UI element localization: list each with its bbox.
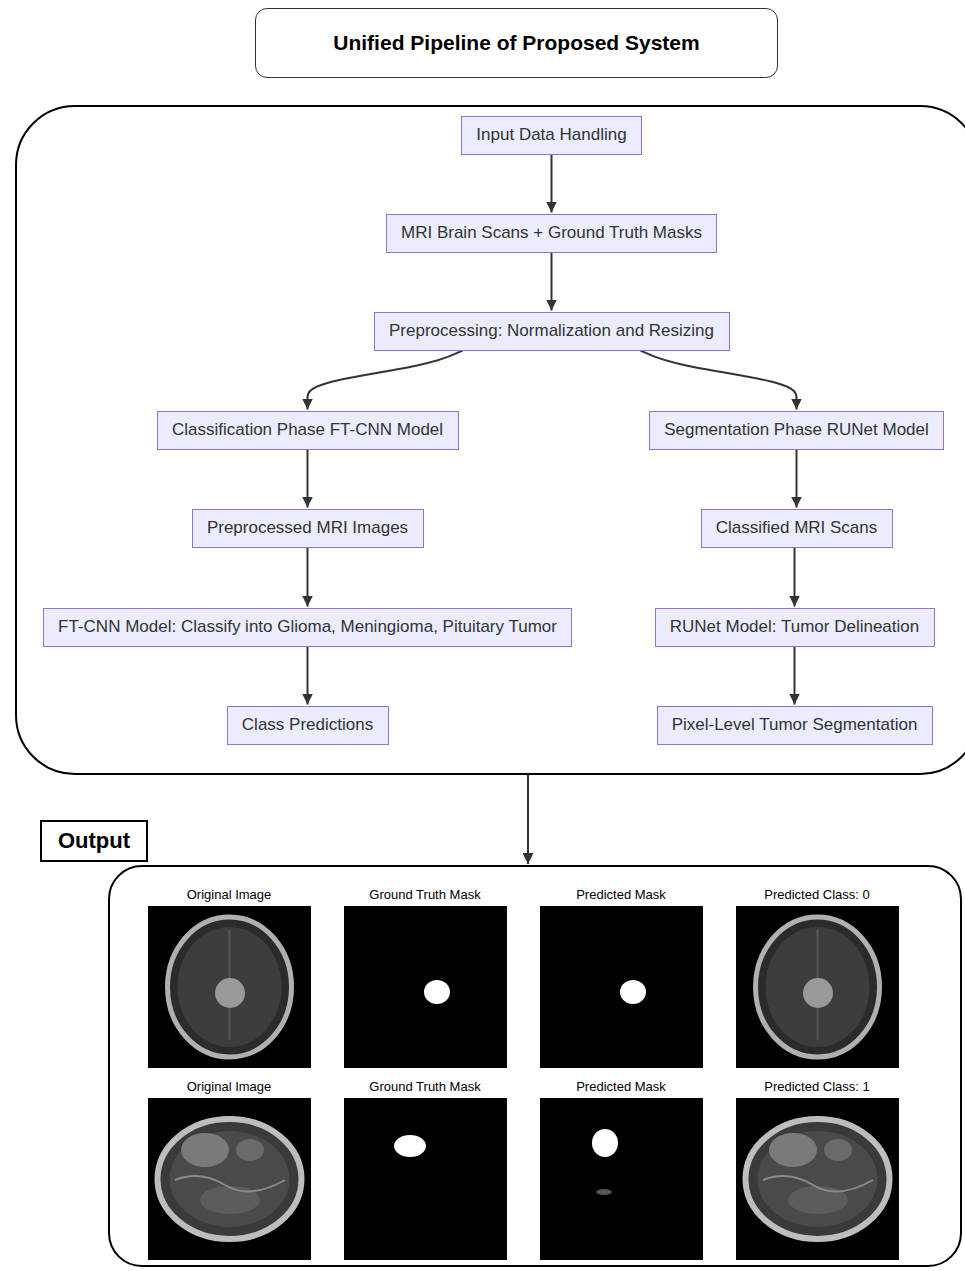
process-box: Classified MRI Scans	[701, 509, 893, 548]
image-title: Ground Truth Mask	[344, 887, 507, 902]
flow-arrow	[527, 775, 529, 864]
process-box: Preprocessing: Normalization and Resizin…	[374, 312, 730, 351]
process-box: Classification Phase FT-CNN Model	[157, 411, 459, 450]
title-box: Unified Pipeline of Proposed System	[255, 8, 778, 78]
mask-image	[540, 1098, 703, 1260]
node-text: RUNet Model: Tumor Delineation	[670, 617, 919, 637]
image-title: Original Image	[148, 887, 311, 902]
image-title: Predicted Mask	[540, 1079, 703, 1094]
process-box: Class Predictions	[227, 706, 389, 745]
mask-image	[344, 906, 507, 1068]
node-text: Preprocessing: Normalization and Resizin…	[389, 321, 714, 341]
image-title: Predicted Class: 1	[736, 1079, 899, 1094]
mri-image	[148, 1098, 311, 1260]
image-title: Original Image	[148, 1079, 311, 1094]
node-text: Class Predictions	[242, 715, 373, 735]
title-text: Unified Pipeline of Proposed System	[333, 31, 699, 55]
node-text: MRI Brain Scans + Ground Truth Masks	[401, 223, 702, 243]
process-box: Input Data Handling	[461, 116, 642, 155]
output-panel: Original ImageGround Truth MaskPredicted…	[108, 865, 962, 1267]
node-text: FT-CNN Model: Classify into Glioma, Meni…	[58, 617, 557, 637]
flow-arrow	[551, 155, 553, 213]
node-text: Segmentation Phase RUNet Model	[664, 420, 929, 440]
mri-image	[736, 1098, 899, 1260]
node-text: Classified MRI Scans	[716, 518, 878, 538]
process-box: FT-CNN Model: Classify into Glioma, Meni…	[43, 608, 572, 647]
flow-arrow	[551, 253, 553, 311]
image-title: Predicted Mask	[540, 887, 703, 902]
process-box: Preprocessed MRI Images	[192, 509, 424, 548]
node-text: Output	[58, 828, 130, 854]
process-box: Segmentation Phase RUNet Model	[649, 411, 944, 450]
flow-arrow	[794, 548, 796, 607]
node-text: Input Data Handling	[476, 125, 626, 145]
image-title: Ground Truth Mask	[344, 1079, 507, 1094]
flow-arrow	[307, 548, 309, 607]
node-text: Pixel-Level Tumor Segmentation	[672, 715, 918, 735]
node-text: Classification Phase FT-CNN Model	[172, 420, 443, 440]
flow-arrow	[307, 450, 309, 508]
mri-image	[736, 906, 899, 1068]
flow-arrow	[308, 351, 463, 410]
flow-arrow	[641, 351, 797, 410]
mask-image	[540, 906, 703, 1068]
process-box: MRI Brain Scans + Ground Truth Masks	[386, 214, 717, 253]
process-box: Pixel-Level Tumor Segmentation	[657, 706, 933, 745]
flow-arrow	[307, 647, 309, 705]
output-heading-box: Output	[40, 820, 148, 862]
pipeline-container: Input Data HandlingMRI Brain Scans + Gro…	[15, 105, 965, 775]
flow-arrow	[794, 647, 796, 705]
flow-arrow	[796, 450, 798, 508]
node-text: Preprocessed MRI Images	[207, 518, 408, 538]
mask-image	[344, 1098, 507, 1260]
mri-image	[148, 906, 311, 1068]
process-box: RUNet Model: Tumor Delineation	[655, 608, 935, 647]
image-title: Predicted Class: 0	[736, 887, 899, 902]
